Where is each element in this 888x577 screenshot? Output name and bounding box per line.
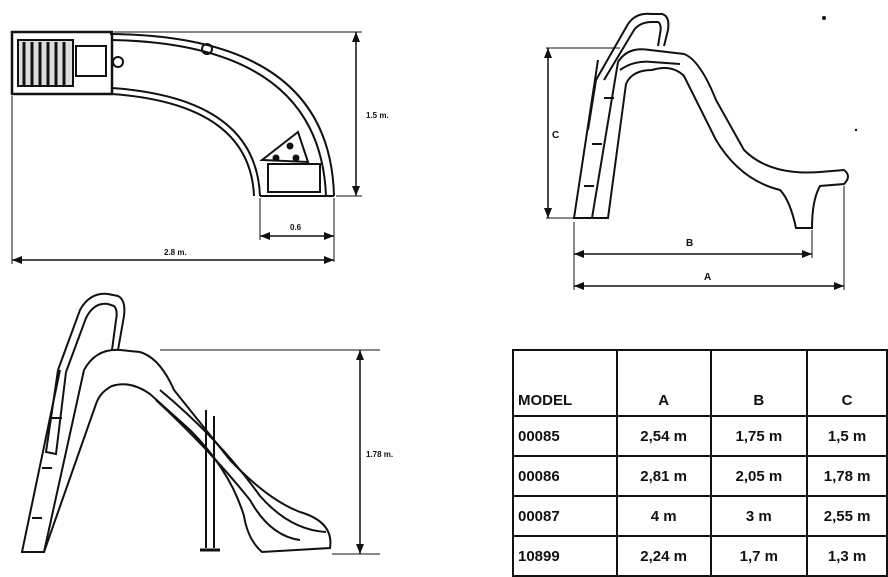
cell-model: 00087	[512, 495, 618, 537]
curved-slide-plan	[10, 30, 362, 264]
header-a: A	[615, 349, 712, 417]
curved-height-label: 1.5 m.	[366, 111, 389, 120]
cell-model: 00085	[512, 415, 618, 457]
cell-c: 2,55 m	[806, 495, 888, 537]
table-row: 00085 2,54 m 1,75 m 1,5 m	[512, 415, 888, 457]
cell-model: 10899	[512, 535, 618, 577]
side-height-label: 1.78 m.	[366, 450, 393, 459]
cell-a: 2,81 m	[615, 455, 712, 497]
curved-length-label: 2.8 m.	[164, 248, 187, 257]
curved-slide-side	[20, 292, 380, 555]
model-spec-table: MODEL A B C 00085 2,54 m 1,75 m 1,5 m 00…	[512, 349, 888, 577]
header-model: MODEL	[512, 349, 618, 417]
cell-a: 4 m	[615, 495, 712, 537]
header-b: B	[709, 349, 809, 417]
dimension-a-label: A	[704, 272, 711, 283]
cell-model: 00086	[512, 455, 618, 497]
dimension-b-label: B	[686, 238, 693, 249]
header-c: C	[806, 349, 888, 417]
cell-b: 1,7 m	[709, 535, 809, 577]
table-header-row: MODEL A B C	[512, 349, 888, 417]
straight-slide-side	[546, 12, 849, 290]
cell-a: 2,24 m	[615, 535, 712, 577]
cell-b: 2,05 m	[709, 455, 809, 497]
cell-b: 1,75 m	[709, 415, 809, 457]
cell-c: 1,5 m	[806, 415, 888, 457]
table-row: 00087 4 m 3 m 2,55 m	[512, 495, 888, 537]
exit-width-label: 0.6	[290, 223, 302, 232]
cell-a: 2,54 m	[615, 415, 712, 457]
cell-c: 1,3 m	[806, 535, 888, 577]
table-row: 10899 2,24 m 1,7 m 1,3 m	[512, 535, 888, 577]
table-row: 00086 2,81 m 2,05 m 1,78 m	[512, 455, 888, 497]
dimension-c-label: C	[552, 130, 559, 141]
cell-b: 3 m	[709, 495, 809, 537]
cell-c: 1,78 m	[806, 455, 888, 497]
